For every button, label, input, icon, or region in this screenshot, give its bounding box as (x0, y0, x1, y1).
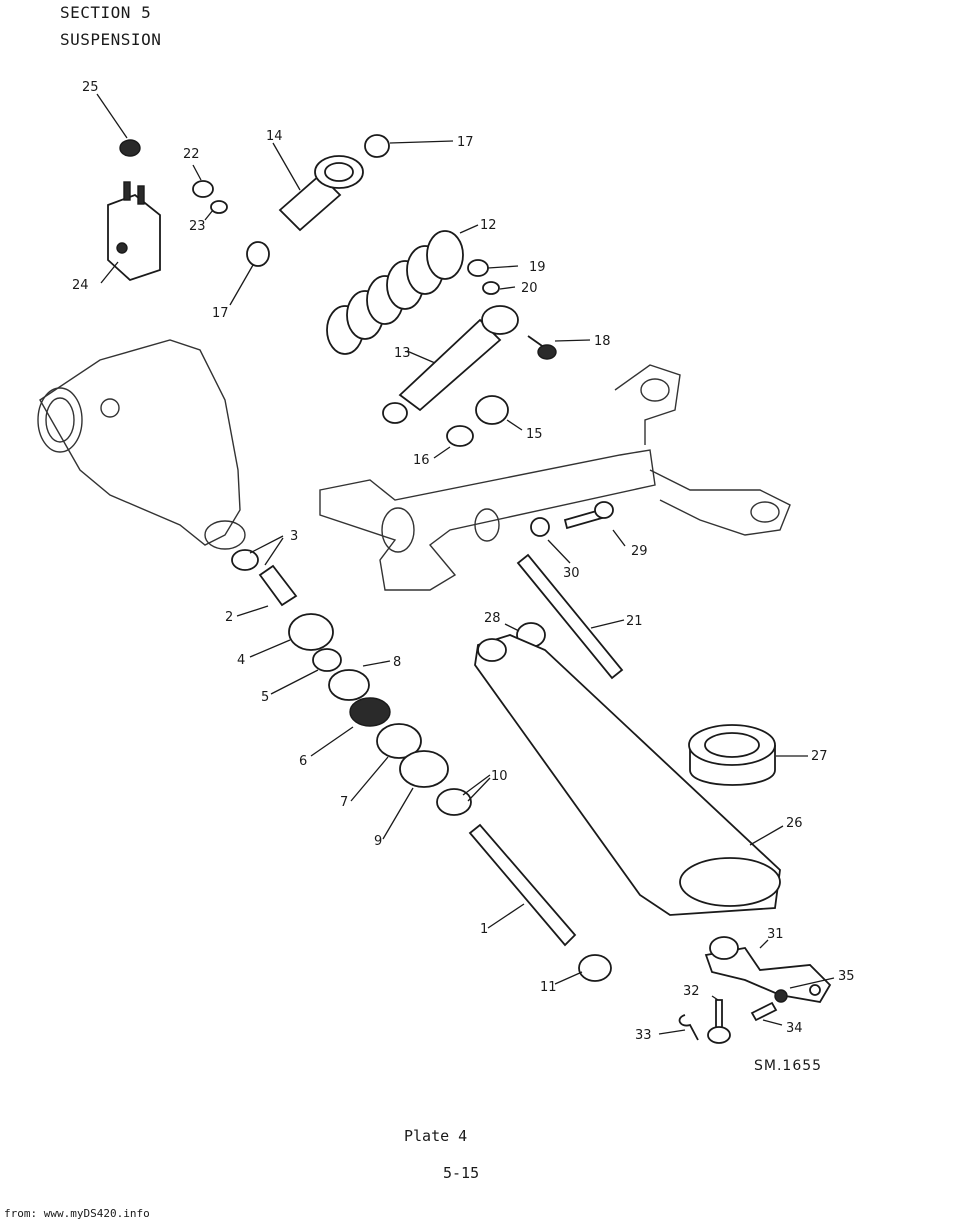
bearing-4 (288, 613, 334, 651)
callout: 12 (480, 218, 497, 233)
nut-19 (467, 259, 489, 277)
nut-25 (119, 139, 141, 157)
callout-numbers: 1 2 3 4 5 6 7 8 9 10 11 12 13 14 15 16 1… (72, 80, 855, 1043)
washer-35 (774, 989, 788, 1003)
bearing-10 (436, 788, 472, 816)
callout: 28 (484, 611, 501, 626)
bolt-29 (563, 501, 614, 530)
coil-spring-12 (326, 230, 464, 355)
bearing-housing-27 (688, 724, 776, 786)
callout: 11 (540, 980, 557, 995)
bush-17-upper (364, 134, 390, 158)
plate-label: Plate 4 (404, 1127, 468, 1145)
washer-23 (210, 200, 228, 214)
bush-17-lower (246, 241, 270, 267)
nut-22 (192, 180, 214, 198)
page-number: 5-15 (443, 1164, 480, 1182)
callout: 30 (563, 566, 580, 581)
race-7 (376, 723, 422, 759)
cross-member (319, 364, 791, 591)
stud-1 (468, 823, 577, 947)
callout: 9 (374, 834, 382, 849)
callout: 22 (183, 147, 200, 162)
bolt-34 (750, 1001, 778, 1022)
callout: 15 (526, 427, 543, 442)
callout: 14 (266, 129, 283, 144)
callout: 32 (683, 984, 700, 999)
bush-15 (475, 395, 509, 425)
callout: 5 (261, 690, 269, 705)
bearing-3 (231, 549, 259, 571)
bracket-31 (704, 936, 832, 1003)
callout: 27 (811, 749, 828, 764)
callout: 24 (72, 278, 89, 293)
bump-stop-14 (278, 155, 364, 232)
callout: 13 (394, 346, 411, 361)
callout: 34 (786, 1021, 803, 1036)
callout: 16 (413, 453, 430, 468)
drawing-reference: SM.1655 (754, 1058, 823, 1074)
callout: 3 (290, 529, 298, 544)
callout: 17 (457, 135, 474, 150)
clip-33 (678, 1014, 699, 1041)
section-title: SUSPENSION (60, 30, 162, 49)
bolt-18 (527, 335, 557, 360)
nut-11 (578, 954, 612, 982)
callout: 21 (626, 614, 643, 629)
spacer-2 (258, 564, 298, 607)
callout: 23 (189, 219, 206, 234)
gasket-6 (349, 697, 391, 727)
callout: 10 (491, 769, 508, 784)
bush-16 (446, 425, 474, 447)
source-watermark: from: www.myDS420.info (4, 1207, 150, 1220)
rod-21 (516, 553, 624, 680)
washer-20 (482, 281, 500, 295)
trailing-arm-26 (474, 634, 781, 916)
callout: 17 (212, 306, 229, 321)
seal-8 (328, 669, 370, 701)
hub-housing (37, 339, 246, 550)
bolt-32 (707, 999, 731, 1044)
leader-lines (96, 93, 835, 1035)
callout: 6 (299, 754, 307, 769)
callout: 29 (631, 544, 648, 559)
callout: 19 (529, 260, 546, 275)
callout: 7 (340, 795, 348, 810)
callout: 25 (82, 80, 99, 95)
race-5 (312, 648, 342, 672)
shock-absorber-13 (382, 305, 519, 424)
star-washer-30 (530, 517, 550, 537)
callout: 35 (838, 969, 855, 984)
callout: 33 (635, 1028, 652, 1043)
callout: 31 (767, 927, 784, 942)
callout: 2 (225, 610, 233, 625)
callout: 4 (237, 653, 245, 668)
section-heading: SECTION 5 (60, 3, 152, 22)
callout: 26 (786, 816, 803, 831)
callout: 20 (521, 281, 538, 296)
callout: 8 (393, 655, 401, 670)
callout: 18 (594, 334, 611, 349)
bracket-24 (107, 181, 161, 282)
callout: 1 (480, 922, 488, 937)
seal-9 (399, 750, 449, 788)
